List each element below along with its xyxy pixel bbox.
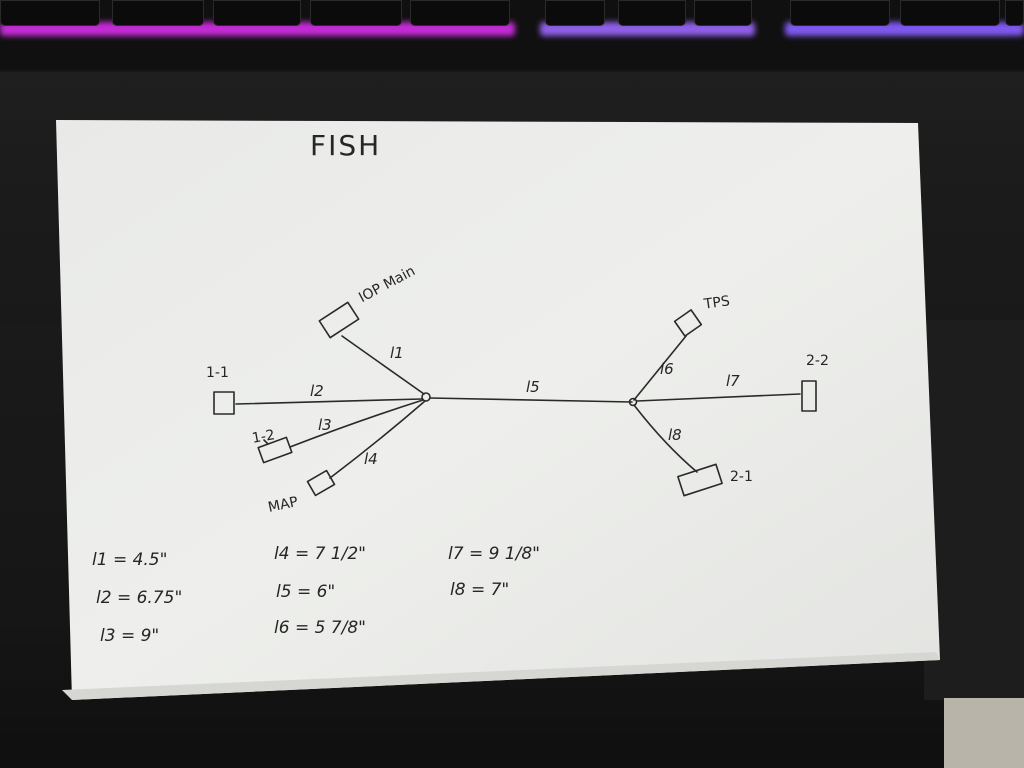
keyboard-key [213,0,301,26]
connector-1-2-tab [263,439,269,445]
length-l7: l7 = 9 1/8" [448,544,540,564]
diagram-title: FISH [310,129,382,162]
branch-label-l8: l8 [668,426,682,444]
junction-right [628,397,638,407]
paper-sheet [56,120,940,700]
node-label-1-1: 1-1 [206,365,229,381]
keyboard-key [0,0,100,26]
keyboard-key [618,0,686,26]
connector-tps [673,309,703,337]
branch-label-l2: l2 [310,382,324,400]
junction-left [421,392,431,402]
connector-map [306,469,336,497]
keyboard-key [545,0,605,26]
node-label-tps: TPS [703,293,731,313]
length-l8: l8 = 7" [450,580,510,600]
branch-label-l1: l1 [390,344,404,362]
node-label-2-1: 2-1 [730,469,753,485]
length-l3: l3 = 9" [100,626,160,646]
branch-label-l4: l4 [364,450,378,468]
paper-shadow-edge [62,652,940,700]
length-l1: l1 = 4.5" [92,550,168,570]
keyboard-key [112,0,204,26]
node-label-1-2: 1-2 [250,427,277,447]
keyboard-key [900,0,1000,26]
connector-2-2 [801,380,817,412]
branch-l2 [235,398,423,405]
keyboard-key [410,0,510,26]
length-l6: l6 = 5 7/8" [274,618,366,638]
branch-l8 [633,404,698,473]
keyboard [0,0,1024,70]
connector-iop-main [318,301,360,339]
branch-label-l7: l7 [726,372,740,390]
keyboard-key [694,0,752,26]
branch-l6 [633,335,687,401]
connector-2-1 [677,463,723,497]
branch-label-l3: l3 [318,416,332,434]
connector-1-1 [213,391,235,415]
branch-l3 [289,399,424,448]
keyboard-key [790,0,890,26]
node-label-2-2: 2-2 [806,353,829,369]
keyboard-key [310,0,402,26]
connector-1-2 [257,436,293,464]
branch-l7 [636,393,801,402]
branch-label-l5: l5 [526,378,540,396]
length-l2: l2 = 6.75" [96,588,183,608]
length-l5: l5 = 6" [276,582,336,602]
length-l4: l4 = 7 1/2" [274,544,366,564]
desk-edge [924,320,1024,700]
branch-l4 [329,400,426,479]
branch-label-l6: l6 [660,360,674,378]
branch-l1 [341,335,425,395]
floor-corner [944,698,1024,768]
trunk-line [429,397,633,403]
